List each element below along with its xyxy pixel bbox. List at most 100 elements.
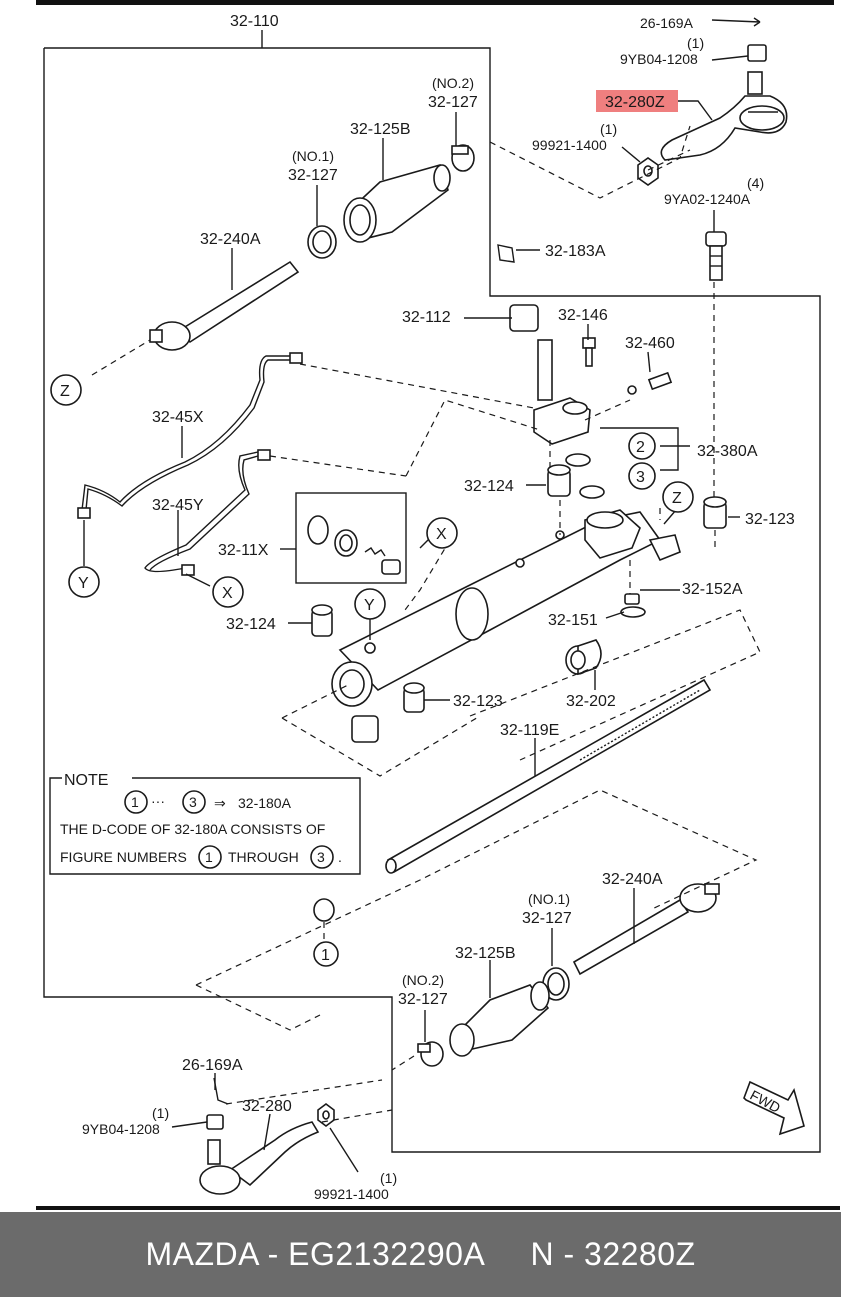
label-9yb04-bot: 9YB04-1208 xyxy=(82,1121,160,1137)
callout-3: 3 xyxy=(628,462,656,490)
boot-32-125b-bot xyxy=(449,981,550,1057)
tie-rod-end-left xyxy=(199,1121,320,1195)
label-9yb04-top: 9YB04-1208 xyxy=(620,51,698,67)
svg-text:3: 3 xyxy=(189,794,197,810)
label-32-125b-top: 32-125B xyxy=(350,121,411,138)
label-32-127-c: 32-127 xyxy=(522,910,572,927)
footer-part-numbers: MAZDA - EG2132290A N - 32280Z xyxy=(145,1236,696,1272)
svg-text:Y: Y xyxy=(364,597,375,614)
clamp-32-127-no2-bot xyxy=(417,1041,444,1067)
top-bar xyxy=(36,0,834,5)
rack-32-119e xyxy=(385,678,712,874)
label-32-280z: 32-280Z xyxy=(605,94,665,111)
note-line3a: FIGURE NUMBERS xyxy=(60,849,187,865)
callout-x-left: X xyxy=(212,576,244,608)
bolt-32-152a xyxy=(624,593,640,605)
nut-99921-bot xyxy=(317,1103,335,1127)
label-32-280: 32-280 xyxy=(242,1098,292,1115)
ring-2 xyxy=(565,453,591,467)
clamp-32-127-no1-bot xyxy=(542,967,570,1001)
svg-text:3: 3 xyxy=(636,469,645,486)
label-32-127-a: 32-127 xyxy=(428,94,478,111)
label-qty-1-c: (1) xyxy=(152,1105,169,1121)
label-no2-bot: (NO.2) xyxy=(402,972,444,988)
label-32-146: 32-146 xyxy=(558,307,608,324)
svg-text:1: 1 xyxy=(321,947,330,964)
bushing-32-123-left xyxy=(351,682,425,743)
svg-text:2: 2 xyxy=(636,439,645,456)
note-range-sep: ··· xyxy=(151,793,165,809)
nut-9yb04-bot xyxy=(206,1114,224,1130)
label-32-127-d: 32-127 xyxy=(398,991,448,1008)
callout-y-right: Y xyxy=(354,588,386,620)
label-32-123-b: 32-123 xyxy=(453,693,503,710)
label-32-460: 32-460 xyxy=(625,335,675,352)
label-32-45y: 32-45Y xyxy=(152,497,204,514)
seal-32-112 xyxy=(509,304,539,332)
callout-1-bottom: 1 xyxy=(313,941,339,967)
label-32-183a: 32-183A xyxy=(545,243,606,260)
note-line3c: . xyxy=(338,849,342,865)
label-qty-1-d: (1) xyxy=(380,1170,397,1186)
label-qty-1-b: (1) xyxy=(600,121,617,137)
pressure-line-32-45x xyxy=(77,352,303,519)
svg-text:1: 1 xyxy=(205,849,213,865)
label-26-169a-bot: 26-169A xyxy=(182,1057,243,1074)
clamp-32-127-no1-top xyxy=(307,225,337,259)
bolt-9ya02 xyxy=(705,231,727,281)
tie-rod-end-right xyxy=(660,71,788,161)
svg-text:1: 1 xyxy=(131,794,139,810)
callout-z-right: Z xyxy=(662,481,694,513)
clip-32-183a xyxy=(497,244,515,263)
note-target: 32-180A xyxy=(238,795,292,811)
label-32-124-b: 32-124 xyxy=(226,616,276,633)
label-32-380a: 32-380A xyxy=(697,443,758,460)
bracket-2-3-leader xyxy=(600,427,690,471)
nut-9yb04-top xyxy=(747,44,767,62)
assembly-frame xyxy=(43,47,821,1153)
label-32-119e: 32-119E xyxy=(500,722,559,739)
label-9ya02: 9YA02-1240A xyxy=(664,191,751,207)
bushing-32-202 xyxy=(565,639,602,676)
svg-text:X: X xyxy=(436,526,447,543)
label-32-152a: 32-152A xyxy=(682,581,743,598)
label-32-240a-bot: 32-240A xyxy=(602,871,663,888)
label-32-151: 32-151 xyxy=(548,612,598,629)
tie-rod-32-240a-bot xyxy=(572,883,720,976)
kit-parts xyxy=(307,515,401,575)
note-line2: THE D-CODE OF 32-180A CONSISTS OF xyxy=(60,821,325,837)
fwd-arrow-icon: FWD xyxy=(743,1080,805,1136)
pinion-housing xyxy=(533,339,591,445)
note-title: NOTE xyxy=(64,772,108,789)
label-26-169a-top: 26-169A xyxy=(640,15,694,31)
bushing-32-124-left xyxy=(311,604,333,637)
cotter-pin-26-169a-bot xyxy=(213,1077,229,1105)
svg-text:Y: Y xyxy=(78,575,89,592)
label-32-127-b: 32-127 xyxy=(288,167,338,184)
note-arrow: ⇒ xyxy=(214,795,226,811)
dashed-guides xyxy=(91,125,761,1123)
return-line-32-45y xyxy=(144,449,271,576)
label-32-124-a: 32-124 xyxy=(464,478,514,495)
svg-text:Z: Z xyxy=(672,490,682,507)
callout-2: 2 xyxy=(628,432,656,460)
callout-z-left: Z xyxy=(50,374,82,406)
label-qty-1-a: (1) xyxy=(687,35,704,51)
label-32-110: 32-110 xyxy=(230,13,279,30)
bushing-32-124-top xyxy=(547,464,571,497)
ring-3 xyxy=(579,485,605,499)
label-99921-top: 99921-1400 xyxy=(532,137,607,153)
clamp-1 xyxy=(313,898,335,922)
callout-y-left: Y xyxy=(68,566,100,598)
washer-32-151 xyxy=(620,606,646,618)
label-no2-top: (NO.2) xyxy=(432,75,474,91)
label-qty-4: (4) xyxy=(747,175,764,191)
clamp-32-127-no2-top xyxy=(451,144,475,172)
bottom-rule xyxy=(36,1206,840,1210)
svg-text:X: X xyxy=(222,585,233,602)
bushing-32-123-right xyxy=(703,496,727,529)
label-99921-bot: 99921-1400 xyxy=(314,1186,389,1202)
label-no1-top: (NO.1) xyxy=(292,148,334,164)
highlight-32-280z xyxy=(596,90,678,112)
boot-32-125b-top xyxy=(343,164,451,243)
